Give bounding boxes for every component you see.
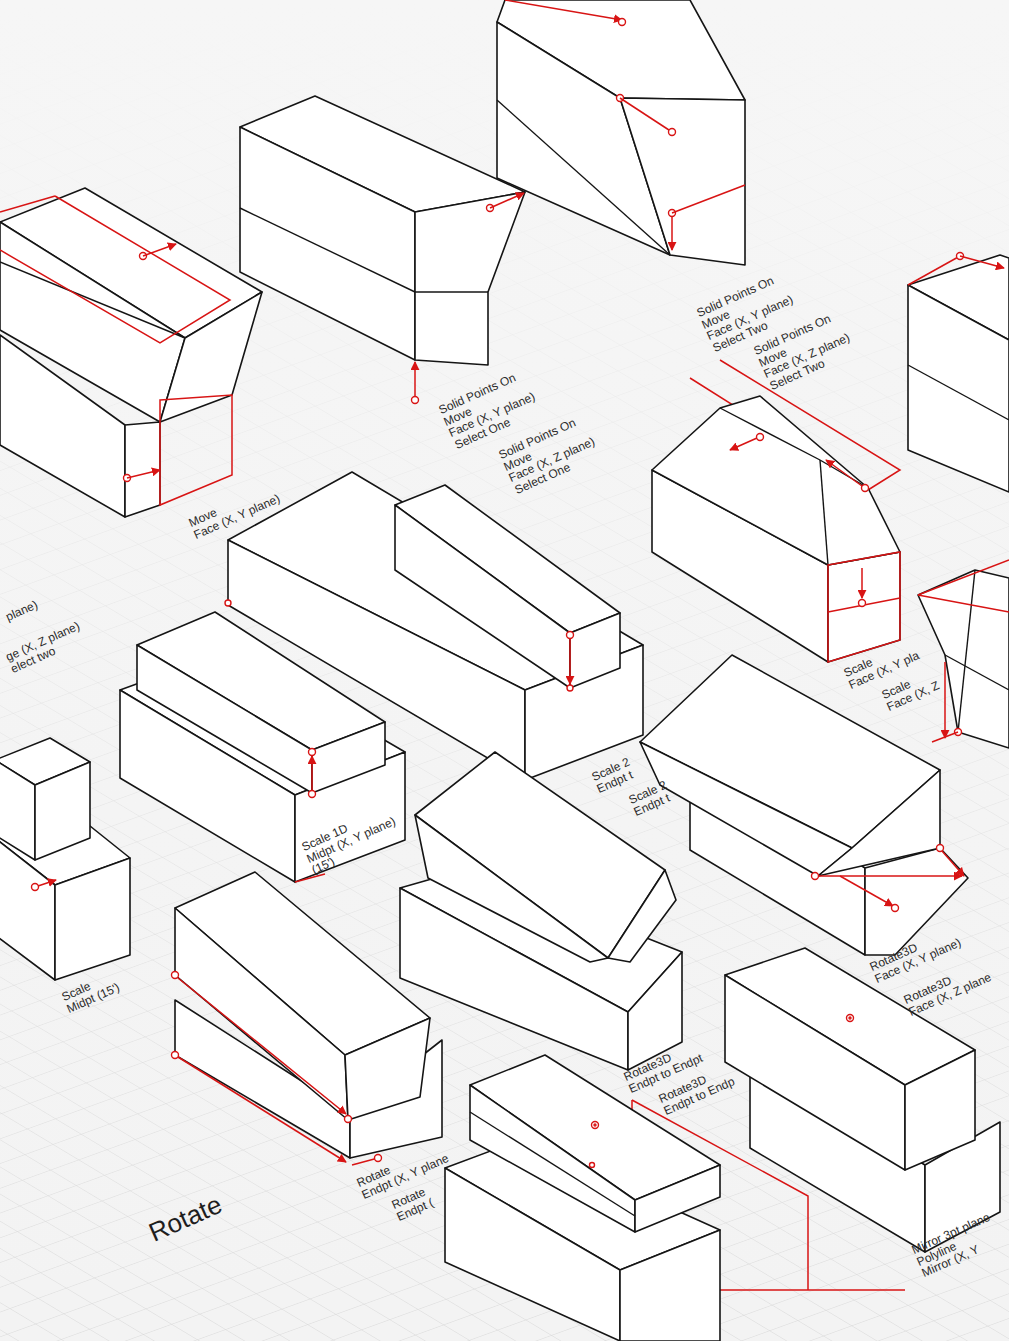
solid-points-move <box>908 255 1009 492</box>
transform-guides <box>0 196 232 505</box>
transform-guides <box>847 1015 854 1022</box>
solid-points-move <box>497 0 745 265</box>
transform-guides <box>908 253 1004 286</box>
solid-rotate3d-face <box>640 655 968 955</box>
solid-rotate3d-endpt <box>400 752 682 1070</box>
transform-guides <box>812 845 965 912</box>
transform-guides <box>590 1122 599 1168</box>
transform-guides <box>730 434 900 663</box>
solid-rotate <box>175 872 442 1158</box>
solid-mirror <box>725 948 1000 1252</box>
solid-move-face <box>0 188 262 517</box>
solid-points-move <box>240 96 525 365</box>
solid-scale-face <box>652 396 900 662</box>
transform-guides <box>32 880 57 891</box>
transform-guides <box>172 972 382 1166</box>
solid-scale <box>0 738 130 980</box>
solid-scale-1d <box>120 612 405 882</box>
transform-guides <box>412 193 525 404</box>
solid-scale-face <box>918 570 1009 748</box>
transform-guides <box>505 0 745 250</box>
transform-guides <box>918 560 1009 742</box>
section-heading: Rotate <box>145 1191 226 1246</box>
annotation-label: plane) <box>4 598 39 623</box>
